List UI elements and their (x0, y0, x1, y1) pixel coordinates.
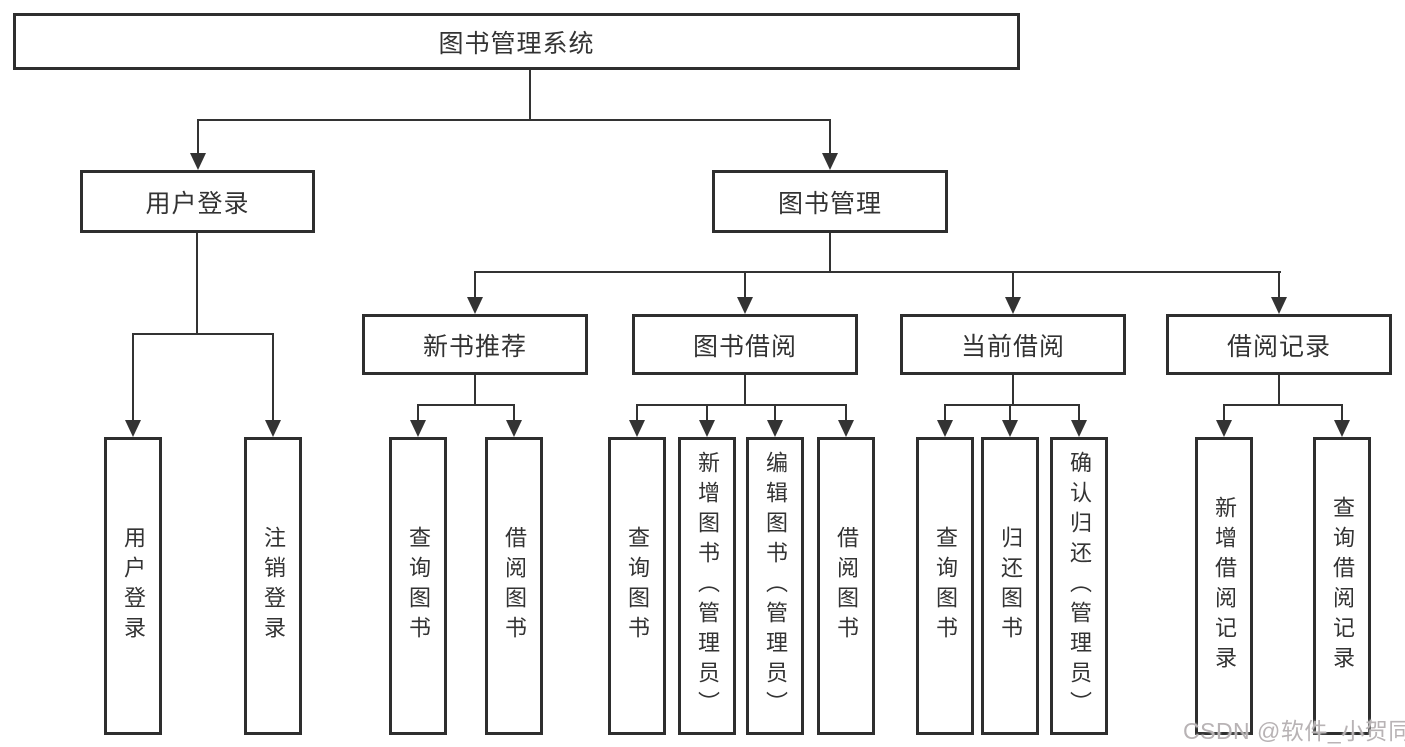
connector-line (417, 404, 515, 406)
connector-line (1078, 404, 1080, 422)
connector-line (1012, 375, 1014, 406)
connector-line (774, 404, 776, 422)
connector-line (272, 333, 274, 422)
node-leaf-borrow-books-recommend: 借阅图书 (485, 437, 543, 735)
arrowhead-down-icon (1271, 297, 1287, 314)
node-book-management: 图书管理 (712, 170, 948, 233)
node-leaf-add-borrow-record: 新增借阅记录 (1195, 437, 1253, 735)
csdn-watermark: CSDN @软件_小贺同学 (1183, 718, 1405, 744)
connector-line (636, 404, 847, 406)
connector-line (132, 333, 134, 422)
arrowhead-down-icon (1071, 420, 1087, 437)
connector-line (417, 404, 419, 422)
connector-line (197, 119, 831, 121)
node-borrowing-records: 借阅记录 (1166, 314, 1392, 375)
connector-line (944, 404, 946, 422)
connector-line (513, 404, 515, 422)
node-leaf-return-books: 归还图书 (981, 437, 1039, 735)
connector-line (197, 119, 199, 156)
connector-line (1012, 271, 1014, 299)
node-current-borrowing: 当前借阅 (900, 314, 1126, 375)
node-user-login: 用户登录 (80, 170, 315, 233)
node-new-book-recommendation: 新书推荐 (362, 314, 588, 375)
connector-line (845, 404, 847, 422)
connector-line (1223, 404, 1343, 406)
connector-line (829, 119, 831, 156)
node-leaf-query-books-borrow: 查询图书 (608, 437, 666, 735)
arrowhead-down-icon (467, 297, 483, 314)
connector-line (474, 271, 476, 299)
node-leaf-edit-books-admin: 编辑图书（管理员） (746, 437, 804, 735)
node-leaf-confirm-return-admin: 确认归还（管理员） (1050, 437, 1108, 735)
connector-line (196, 233, 198, 335)
node-leaf-query-borrow-record: 查询借阅记录 (1313, 437, 1371, 735)
connector-line (706, 404, 708, 422)
connector-line (1278, 271, 1280, 299)
node-leaf-query-books-current: 查询图书 (916, 437, 974, 735)
connector-line (529, 70, 531, 120)
arrowhead-down-icon (838, 420, 854, 437)
arrowhead-down-icon (1002, 420, 1018, 437)
connector-line (1278, 375, 1280, 406)
arrowhead-down-icon (125, 420, 141, 437)
node-leaf-borrow-books: 借阅图书 (817, 437, 875, 735)
arrowhead-down-icon (822, 153, 838, 170)
arrowhead-down-icon (629, 420, 645, 437)
connector-line (474, 271, 1281, 273)
arrowhead-down-icon (410, 420, 426, 437)
arrowhead-down-icon (767, 420, 783, 437)
arrowhead-down-icon (937, 420, 953, 437)
connector-line (636, 404, 638, 422)
connector-line (1009, 404, 1011, 422)
connector-line (1223, 404, 1225, 422)
arrowhead-down-icon (1216, 420, 1232, 437)
node-leaf-user-login: 用户登录 (104, 437, 162, 735)
node-leaf-query-books-recommend: 查询图书 (389, 437, 447, 735)
connector-line (132, 333, 274, 335)
connector-line (829, 233, 831, 273)
arrowhead-down-icon (265, 420, 281, 437)
connector-line (474, 375, 476, 406)
node-leaf-add-books-admin: 新增图书（管理员） (678, 437, 736, 735)
connector-line (1341, 404, 1343, 422)
node-library-management-system: 图书管理系统 (13, 13, 1020, 70)
arrowhead-down-icon (190, 153, 206, 170)
node-book-borrowing: 图书借阅 (632, 314, 858, 375)
connector-line (744, 375, 746, 406)
arrowhead-down-icon (1334, 420, 1350, 437)
connector-line (744, 271, 746, 299)
arrowhead-down-icon (699, 420, 715, 437)
arrowhead-down-icon (506, 420, 522, 437)
arrowhead-down-icon (737, 297, 753, 314)
connector-line (944, 404, 1080, 406)
node-leaf-logout: 注销登录 (244, 437, 302, 735)
arrowhead-down-icon (1005, 297, 1021, 314)
